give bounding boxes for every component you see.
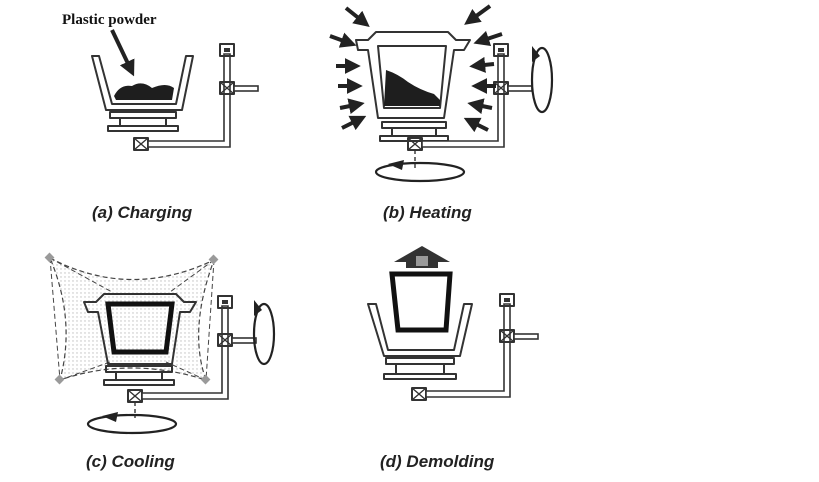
mold-cavity [377,45,447,109]
open-mold [91,55,194,111]
primary-rotation-arrow [86,413,178,435]
panel-charging: Plastic powder (a) Charging [62,12,259,222]
open-mold [367,303,473,357]
mold-base-plate [379,135,449,142]
caption-cooling: (c) Cooling [86,452,175,471]
mold-support-plate [381,121,447,129]
arm-pipe [141,305,229,400]
molded-part [105,301,175,355]
closed-mold [355,31,471,119]
heat-arrows [329,4,503,133]
secondary-rotation-arrow [252,302,276,366]
caption-heating: (b) Heating [383,203,472,222]
caption-charging: (a) Charging [92,203,193,222]
top-block [217,295,233,309]
heated-powder [384,70,440,106]
panel-heating: (b) Heating [329,4,554,222]
top-block [219,43,235,57]
mold-support-plate [105,365,173,373]
caption-demolding: (d) Demolding [380,452,495,471]
arm-pipe [147,53,231,148]
mold-support-plate [109,111,177,119]
molded-part [389,271,453,333]
primary-rotation-arrow [374,161,466,183]
powder-charge [114,83,174,100]
closed-mold [83,293,197,365]
top-block [499,293,515,307]
mold-base-plate [383,373,457,380]
mold-base-plate [107,125,179,132]
arm-pipe [421,53,505,148]
top-block [493,43,509,57]
powder-pointer-arrow [110,29,135,77]
mold-support-plate [385,357,455,365]
mold-base-plate [103,379,175,386]
plastic-powder-label: Plastic powder [62,12,157,28]
panel-demolding: (d) Demolding [367,246,539,471]
secondary-rotation-arrow [530,46,554,114]
cooling-envelope [48,256,216,381]
panel-cooling: (c) Cooling [44,252,276,471]
arm-pipe [425,303,511,398]
